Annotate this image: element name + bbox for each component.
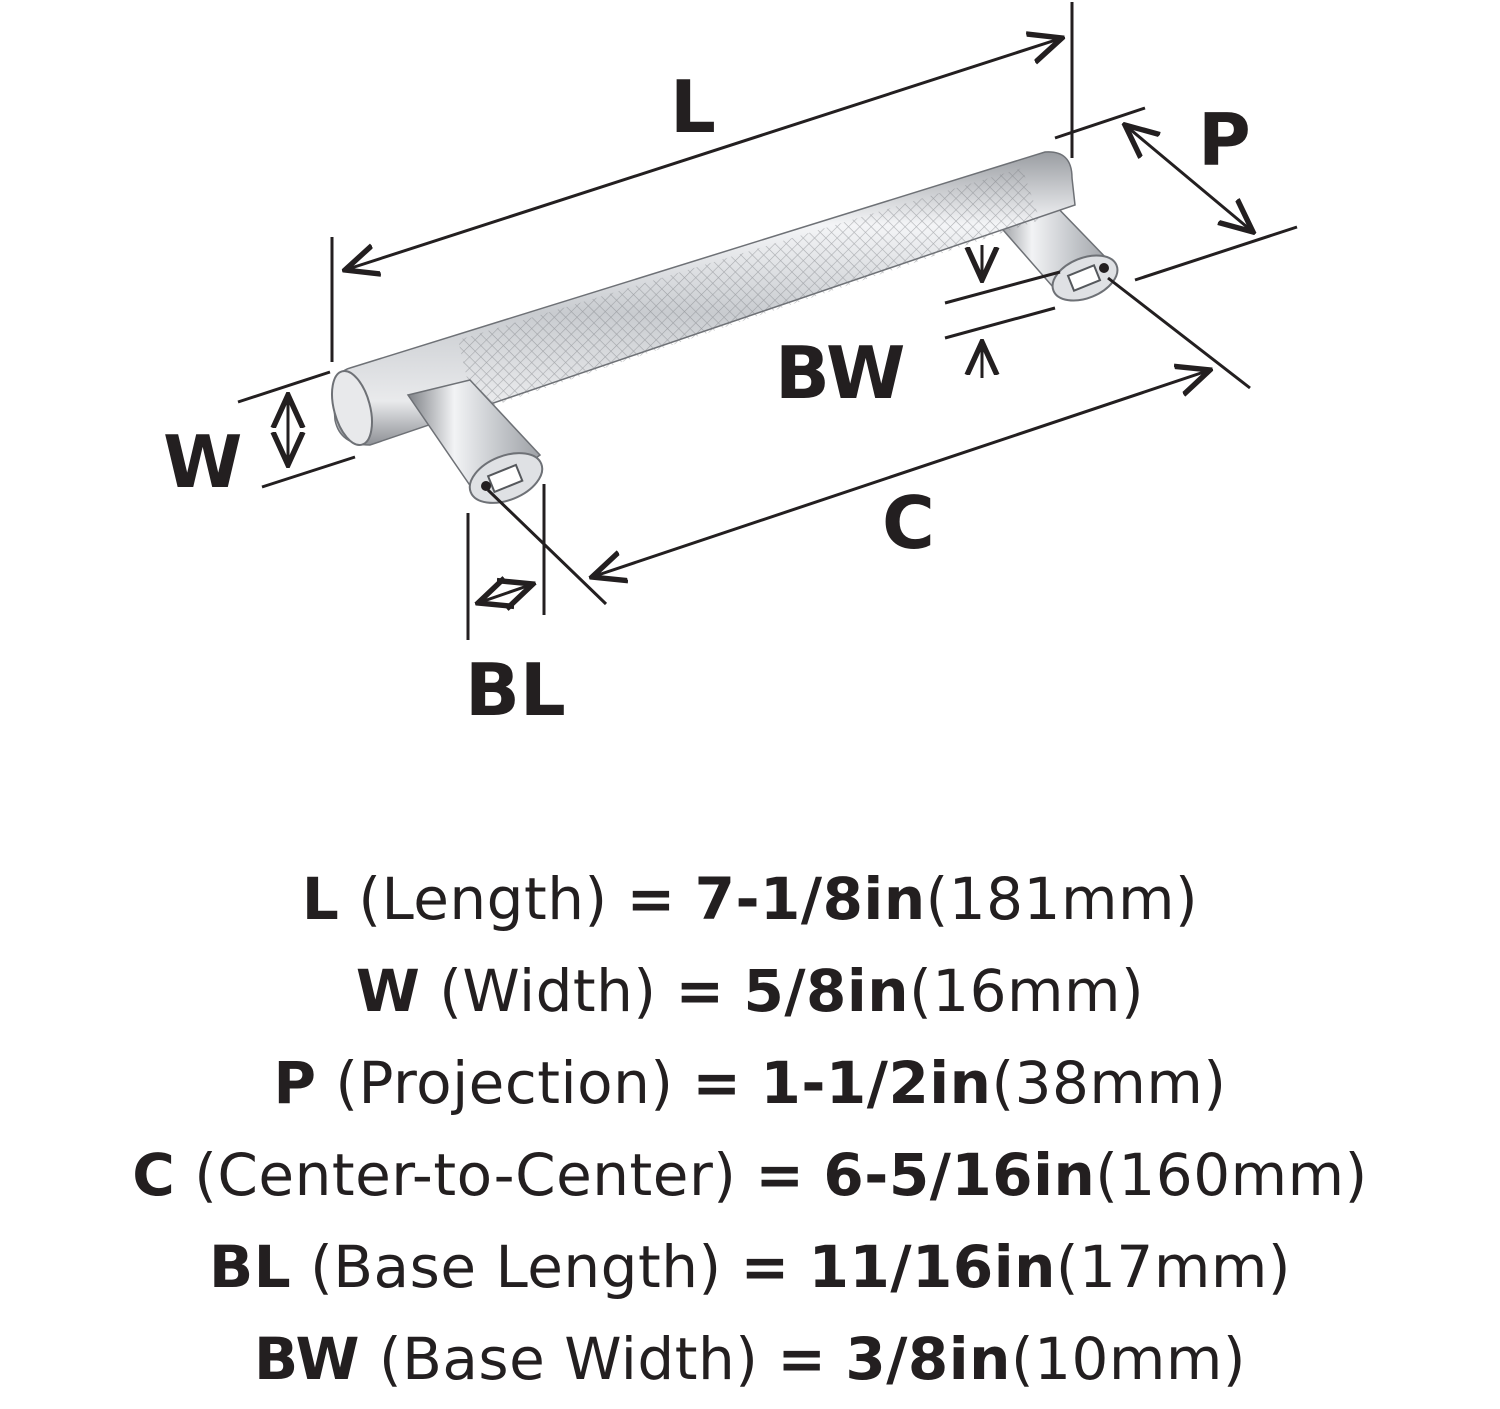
spec-code: BL: [209, 1233, 292, 1301]
spec-name: (Base Length): [310, 1233, 722, 1301]
spec-name: (Base Width): [378, 1325, 759, 1393]
spec-list: L (Length) = 7-1/8in(181mm) W (Width) = …: [0, 853, 1500, 1405]
spec-code: P: [273, 1049, 317, 1117]
spec-equals: =: [692, 1049, 742, 1117]
spec-equals: =: [777, 1325, 827, 1393]
label-center: C: [882, 481, 935, 565]
spec-inch: 3/8in: [845, 1325, 1011, 1393]
label-length: L: [670, 65, 716, 149]
spec-mm: (10mm): [1010, 1325, 1246, 1393]
spec-inch: 6-5/16in: [823, 1141, 1096, 1209]
spec-inch: 1-1/2in: [760, 1049, 992, 1117]
spec-row-base-length: BL (Base Length) = 11/16in(17mm): [0, 1221, 1500, 1313]
spec-row-center-to-center: C (Center-to-Center) = 6-5/16in(160mm): [0, 1129, 1500, 1221]
spec-code: W: [355, 957, 421, 1025]
spec-equals: =: [755, 1141, 805, 1209]
spec-inch: 5/8in: [743, 957, 910, 1025]
handle-illustration: [331, 151, 1119, 504]
spec-equals: =: [740, 1233, 790, 1301]
spec-mm: (38mm): [991, 1049, 1227, 1117]
spec-equals: =: [626, 865, 676, 933]
label-projection: P: [1198, 98, 1251, 182]
label-base-length: BL: [465, 648, 566, 732]
spec-row-length: L (Length) = 7-1/8in(181mm): [0, 853, 1500, 945]
spec-name: (Projection): [335, 1049, 674, 1117]
spec-name: (Width): [439, 957, 657, 1025]
spec-equals: =: [675, 957, 725, 1025]
spec-mm: (17mm): [1055, 1233, 1291, 1301]
label-base-width: BW: [775, 331, 905, 415]
spec-row-width: W (Width) = 5/8in(16mm): [0, 945, 1500, 1037]
label-width: W: [163, 420, 242, 504]
spec-inch: 11/16in: [808, 1233, 1056, 1301]
dimension-diagram: L P BW W C BL: [163, 2, 1298, 732]
spec-row-base-width: BW (Base Width) = 3/8in(10mm): [0, 1313, 1500, 1405]
spec-name: (Length): [358, 865, 608, 933]
spec-code: C: [132, 1141, 176, 1209]
spec-name: (Center-to-Center): [194, 1141, 737, 1209]
spec-inch: 7-1/8in: [694, 865, 926, 933]
spec-mm: (160mm): [1095, 1141, 1368, 1209]
spec-code: L: [301, 865, 340, 933]
spec-code: BW: [253, 1325, 360, 1393]
spec-mm: (181mm): [925, 865, 1199, 933]
spec-row-projection: P (Projection) = 1-1/2in(38mm): [0, 1037, 1500, 1129]
spec-mm: (16mm): [909, 957, 1145, 1025]
dimension-lines: [237, 2, 1298, 640]
